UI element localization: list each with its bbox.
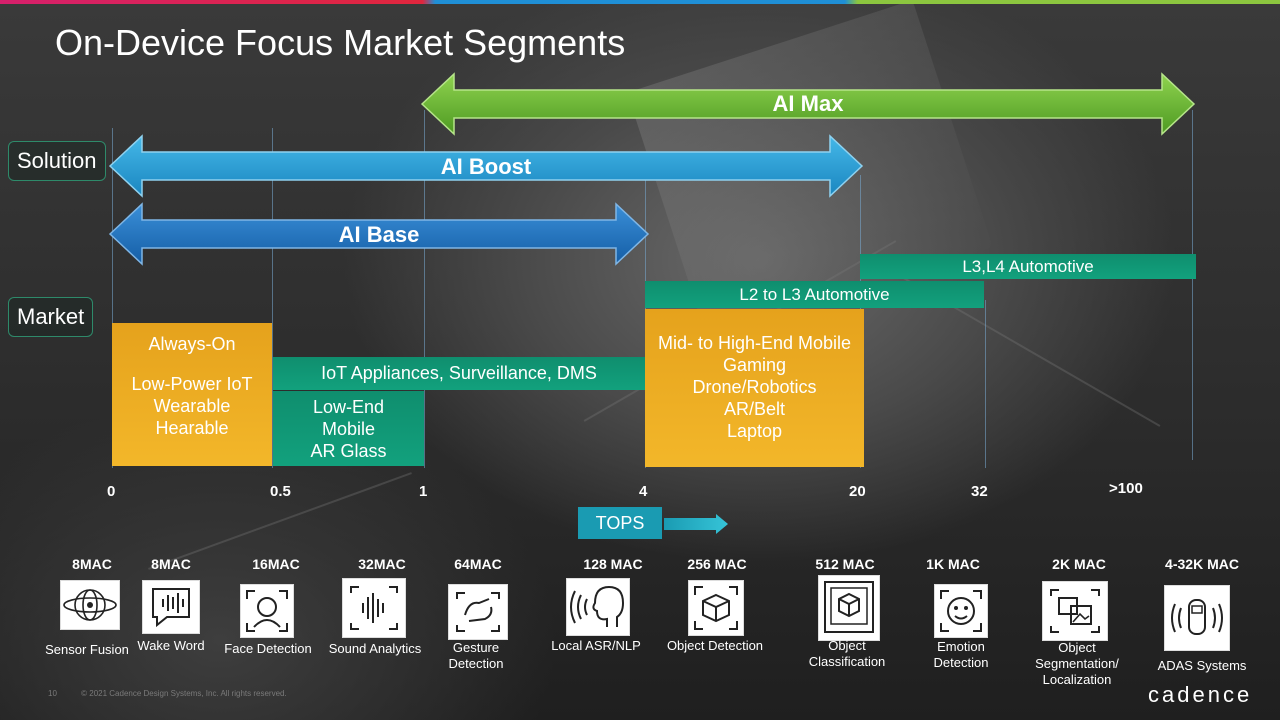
market-label: Market <box>8 297 94 337</box>
ai-max-arrow <box>420 72 1196 136</box>
tick-label: 4 <box>639 483 648 500</box>
laptop-label: Laptop <box>726 421 783 441</box>
wearable-label: Wearable <box>153 396 231 416</box>
page-number: 10 <box>48 689 57 698</box>
wake-word-icon <box>142 580 200 634</box>
local-asr-icon <box>566 578 630 636</box>
sensor-fusion-icon <box>60 580 120 630</box>
mac-label: 8MAC <box>72 556 112 572</box>
emotion-detection-icon <box>934 584 988 638</box>
drone-robotics-label: Drone/Robotics <box>692 377 817 397</box>
low-end-mobile-box: Low-End Mobile AR Glass <box>273 391 424 466</box>
tops-label: TOPS <box>578 507 662 539</box>
mac-label: 2K MAC <box>1052 556 1106 572</box>
mac-label: 8MAC <box>151 556 191 572</box>
low-power-iot-label: Low-Power IoT <box>131 374 253 394</box>
mac-label: 512 MAC <box>815 556 875 572</box>
always-on-label: Always-On <box>148 334 236 354</box>
app-caption: Object Classification <box>808 638 886 669</box>
guide-line-1 <box>424 110 425 468</box>
app-caption: Face Detection <box>224 641 312 656</box>
ai-base-arrow <box>108 202 650 266</box>
mac-label: 16MAC <box>252 556 300 572</box>
always-on-box: Always-On Low-Power IoT Wearable Hearabl… <box>112 323 272 466</box>
guide-line-32 <box>985 300 986 468</box>
app-caption: Wake Word <box>137 638 205 653</box>
footer: 10 © 2021 Cadence Design Systems, Inc. A… <box>48 689 287 698</box>
object-segmentation-icon <box>1042 581 1108 641</box>
l3-l4-automotive-box: L3,L4 Automotive <box>860 254 1196 279</box>
copyright-text: © 2021 Cadence Design Systems, Inc. All … <box>81 689 287 698</box>
mid-high-mobile-label: Mid- to High-End Mobile <box>657 333 852 353</box>
app-caption: Emotion Detection <box>933 639 989 670</box>
solution-label: Solution <box>8 141 106 181</box>
ai-boost-arrow <box>108 134 864 198</box>
app-caption: Local ASR/NLP <box>551 638 641 653</box>
low-end-label: Low-End <box>312 396 385 417</box>
object-detection-icon <box>688 580 744 636</box>
mobile-label: Mobile <box>321 418 376 439</box>
iot-appliances-box: IoT Appliances, Surveillance, DMS <box>273 357 645 390</box>
sound-analytics-icon <box>342 578 406 638</box>
l2-l3-automotive-label: L2 to L3 Automotive <box>739 284 890 304</box>
app-caption: Gesture Detection <box>448 640 504 671</box>
iot-appliances-label: IoT Appliances, Surveillance, DMS <box>321 363 597 383</box>
tick-label: 20 <box>849 483 866 500</box>
mac-label: 4-32K MAC <box>1165 556 1239 572</box>
tick-label: 1 <box>419 483 428 500</box>
l3-l4-automotive-label: L3,L4 Automotive <box>962 256 1094 276</box>
guide-line-0-5 <box>272 128 273 468</box>
mac-label: 32MAC <box>358 556 406 572</box>
hearable-label: Hearable <box>155 418 229 438</box>
gesture-detection-icon <box>448 584 508 640</box>
app-caption: Object Segmentation/ Localization <box>1035 640 1119 687</box>
page-title: On-Device Focus Market Segments <box>55 22 626 63</box>
app-caption: Sensor Fusion <box>45 642 129 657</box>
mac-label: 128 MAC <box>583 556 643 572</box>
app-caption: Object Detection <box>666 638 764 653</box>
tick-label: 32 <box>971 483 988 500</box>
ai-boost-label: AI Boost <box>440 154 532 179</box>
tops-arrow-icon <box>664 514 728 534</box>
mac-label: 1K MAC <box>926 556 980 572</box>
ar-glass-label: AR Glass <box>310 440 387 461</box>
mid-high-mobile-box: Mid- to High-End Mobile Gaming Drone/Rob… <box>645 309 864 467</box>
l2-l3-automotive-box: L2 to L3 Automotive <box>645 281 984 308</box>
face-detection-icon <box>240 584 294 638</box>
guide-line-0 <box>112 128 113 468</box>
ar-belt-label: AR/Belt <box>723 399 786 419</box>
cadence-logo: cadence <box>1148 682 1253 707</box>
ai-base-label: AI Base <box>338 222 420 247</box>
guide-line-100 <box>1192 110 1193 460</box>
app-caption: ADAS Systems <box>1157 658 1247 673</box>
tick-label: >100 <box>1109 480 1143 497</box>
object-classification-icon <box>818 575 880 641</box>
mac-label: 256 MAC <box>687 556 747 572</box>
mac-label: 64MAC <box>454 556 502 572</box>
adas-icon <box>1164 585 1230 651</box>
tick-label: 0 <box>107 483 116 500</box>
app-caption: Sound Analytics <box>328 641 422 656</box>
gaming-label: Gaming <box>722 355 787 375</box>
top-color-bar <box>0 0 1280 4</box>
ai-max-label: AI Max <box>772 91 844 116</box>
tick-label: 0.5 <box>270 483 291 500</box>
